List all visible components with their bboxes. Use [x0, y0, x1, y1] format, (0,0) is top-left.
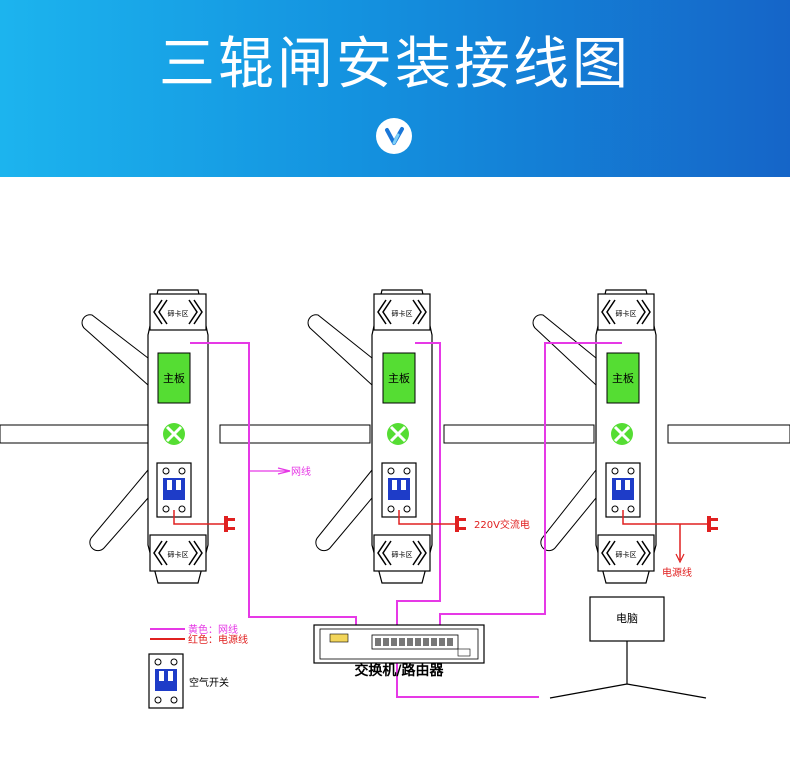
gate-bottom-label: 碲卡区	[392, 550, 413, 559]
turnstile-gate-2: 碲卡区 碲卡区 主板	[307, 289, 433, 584]
power-plug-icon	[224, 516, 235, 532]
wiring-diagram: 碲卡区 碲卡区 主板 碲卡区 碲卡区 主板 碲卡区 碲卡区	[0, 289, 790, 709]
computer	[549, 596, 707, 699]
gate-top-label: 碲卡区	[168, 309, 189, 318]
main-board	[157, 352, 191, 404]
legend-breaker: 空气开关	[189, 676, 229, 689]
direction-indicator-icon	[387, 423, 409, 445]
main-board	[382, 352, 416, 404]
main-board-label: 主板	[388, 371, 410, 385]
page-title: 三辊闸安装接线图	[159, 32, 631, 97]
circuit-breaker-icon	[381, 462, 417, 518]
main-board-label: 主板	[612, 371, 634, 385]
legend-power: 红色：电源线	[188, 633, 248, 646]
computer-label: 电脑	[616, 612, 638, 625]
passage-bar	[443, 424, 595, 444]
power-plug-icon	[707, 516, 718, 532]
gate-bottom-label: 碲卡区	[168, 550, 189, 559]
legend-network: 黄色：网线	[188, 623, 238, 636]
network-wire-label: 网线	[291, 465, 311, 478]
header-banner: 三辊闸安装接线图	[0, 0, 790, 177]
turnstile-gate-1: 碲卡区 碲卡区 主板	[81, 289, 209, 584]
legend: 黄色：网线 红色：电源线 空气开关	[148, 623, 248, 709]
direction-indicator-icon	[163, 423, 185, 445]
circuit-breaker-icon	[156, 462, 192, 518]
gate-top-label: 碲卡区	[392, 309, 413, 318]
passage-bar	[0, 424, 149, 444]
turnstile-gate-3: 碲卡区 碲卡区 主板	[532, 289, 657, 584]
gate-top-label: 碲卡区	[616, 309, 637, 318]
passage-bar	[219, 424, 371, 444]
passage-bar	[667, 424, 790, 444]
gate-bottom-label: 碲卡区	[616, 550, 637, 559]
network-wires	[190, 342, 622, 698]
power-line-label: 电源线	[662, 566, 692, 579]
power-wires	[173, 510, 708, 560]
direction-indicator-icon	[611, 423, 633, 445]
switch-label: 交换机/路由器	[354, 662, 444, 679]
circuit-breaker-icon	[605, 462, 641, 518]
power-plug-icon	[455, 516, 466, 532]
main-board	[606, 352, 640, 404]
legend-breaker-icon	[148, 653, 184, 709]
network-switch	[313, 624, 485, 664]
main-board-label: 主板	[163, 371, 185, 385]
brand-logo-icon	[376, 118, 412, 154]
power-220v-label: 220V交流电	[474, 518, 530, 531]
